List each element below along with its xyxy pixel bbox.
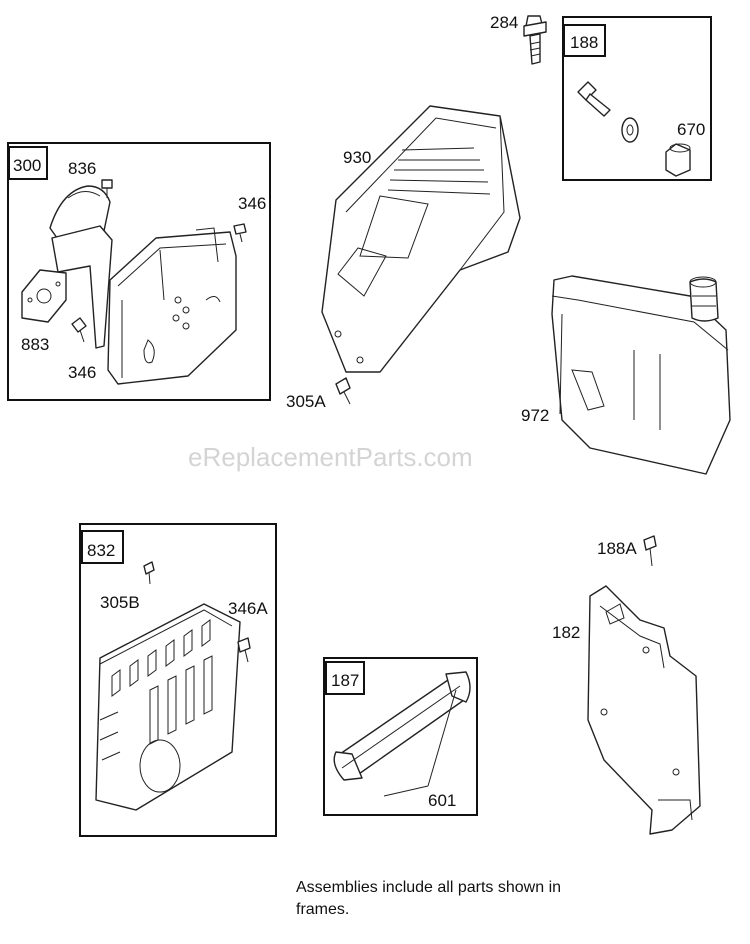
screw-305a-drawing: [335, 377, 351, 405]
frame-300-label: 300: [13, 156, 41, 175]
frame-187[interactable]: 187: [323, 657, 478, 816]
muffler-guard-drawing: [95, 603, 241, 811]
part-label-284[interactable]: 284: [490, 13, 518, 32]
watermark: eReplacementParts.com: [188, 442, 473, 472]
muffler-300-drawing: [21, 179, 247, 385]
part-label-305B[interactable]: 305B: [100, 593, 140, 612]
screw-346a-drawing: [237, 637, 251, 663]
frame-832-label: 832: [87, 541, 115, 560]
part-label-346A[interactable]: 346A: [228, 599, 268, 618]
spacer-670-drawing: [665, 143, 691, 177]
part-label-670[interactable]: 670: [677, 120, 705, 139]
shroud-930-drawing: [321, 105, 521, 373]
part-label-601[interactable]: 601: [428, 791, 456, 810]
part-label-346[interactable]: 346: [238, 194, 266, 213]
assembly-note: Assemblies include all parts shown in fr…: [296, 879, 562, 918]
frame-300[interactable]: 300: [7, 142, 271, 401]
frame-188-label: 188: [570, 33, 598, 52]
part-label-836[interactable]: 836: [68, 159, 96, 178]
frame-188[interactable]: 188: [562, 16, 712, 181]
part-label-930[interactable]: 930: [343, 148, 371, 167]
part-label-305A[interactable]: 305A: [286, 392, 326, 411]
frame-187-label: 187: [331, 671, 359, 690]
part-label-972[interactable]: 972: [521, 406, 549, 425]
part-label-188A[interactable]: 188A: [597, 539, 637, 558]
tube-187-drawing: [333, 671, 471, 797]
bolt-188-drawing: [577, 81, 639, 143]
part-label-182[interactable]: 182: [552, 623, 580, 642]
screw-188a-drawing: [643, 535, 657, 567]
part-label-346-lower[interactable]: 346: [68, 363, 96, 382]
fuel-tank-972-drawing: [551, 275, 731, 475]
screw-305b-drawing: [143, 561, 155, 585]
part-label-883[interactable]: 883: [21, 335, 49, 354]
bracket-182-drawing: [587, 585, 701, 835]
screw-284-drawing: [523, 15, 547, 65]
frame-832[interactable]: 832: [79, 523, 277, 837]
